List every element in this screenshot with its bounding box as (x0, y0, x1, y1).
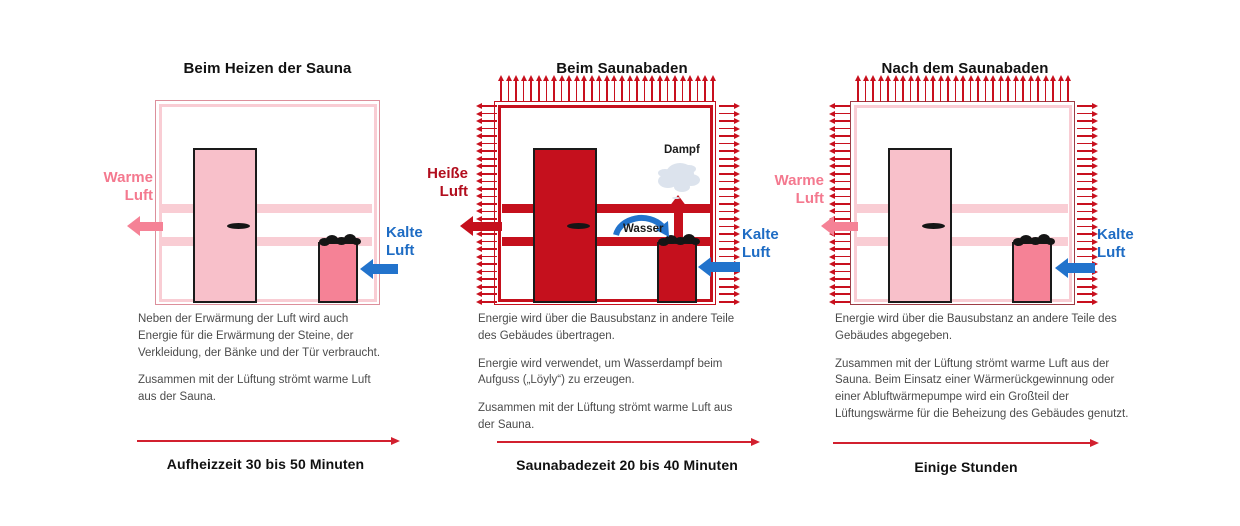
room-inner-wall (158, 103, 377, 302)
hot-air-label: Heiße Luft (427, 165, 468, 201)
upper-bench (162, 204, 372, 213)
room-inner-wall (497, 104, 713, 302)
paragraph: Zusammen mit der Lüftung strömt warme Lu… (478, 402, 733, 431)
paragraph: Energie wird über die Bausubstanz in and… (478, 313, 735, 342)
door-handle (227, 223, 250, 229)
description-text: Energie wird über die Bausubstanz an and… (835, 311, 1130, 434)
paragraph: Neben der Erwärmung der Luft wird auch E… (138, 313, 381, 359)
heater-stones (317, 234, 363, 246)
steam-rise-arrowhead (669, 195, 687, 207)
panel-after-title: Nach dem Saunabaden (881, 60, 1049, 77)
sauna-door (193, 148, 257, 303)
room-inner-wall (853, 104, 1072, 302)
warm-air-label: Warme Luft (103, 169, 153, 205)
paragraph: Zusammen mit der Lüftung strömt warme Lu… (835, 357, 1129, 420)
hot-air-out-arrow (460, 216, 502, 236)
heat-loss-arrows-left (476, 103, 497, 305)
warm-air-label: Warme Luft (774, 172, 824, 208)
heat-loss-arrows-top (855, 75, 1071, 102)
time-axis-arrow (137, 436, 400, 446)
time-axis-arrow (497, 437, 760, 447)
sauna-heater (318, 234, 361, 303)
paragraph: Energie wird über die Bausubstanz an and… (835, 313, 1117, 342)
steam-label: Dampf (664, 144, 700, 156)
upper-bench (857, 204, 1068, 213)
water-label: Wasser (623, 223, 664, 235)
heat-loss-arrows-left (829, 103, 850, 305)
time-axis-arrow (833, 438, 1099, 448)
paragraph: Zusammen mit der Lüftung strömt warme Lu… (138, 374, 371, 404)
panel-bathing-title: Beim Saunabaden (556, 60, 688, 77)
lower-bench (162, 237, 372, 246)
panel-heating-title: Beim Heizen der Sauna (183, 60, 352, 77)
door-handle (567, 223, 590, 229)
description-text: Energie wird über die Bausubstanz in and… (478, 311, 738, 445)
cold-air-label: Kalte Luft (1097, 226, 1134, 262)
lower-bench (857, 237, 1068, 246)
steam-cloud (666, 163, 694, 185)
lower-bench (502, 237, 710, 246)
heater-stones (1011, 234, 1057, 246)
cold-air-label: Kalte Luft (742, 226, 779, 262)
warm-air-out-arrow (127, 216, 163, 236)
water-pour-arrow (613, 215, 669, 237)
heater-stones (656, 234, 702, 246)
upper-bench (502, 204, 710, 213)
cold-air-in-arrow (360, 259, 398, 279)
description-text: Neben der Erwärmung der Luft wird auch E… (138, 311, 388, 417)
heat-loss-arrows-right (1077, 103, 1098, 305)
sauna-door (533, 148, 597, 303)
steam-rise-arrow (674, 206, 683, 243)
sauna-heater (657, 234, 700, 303)
duration-label: Saunabadezeit 20 bis 40 Minuten (516, 457, 738, 473)
cold-air-in-arrow (1055, 258, 1095, 278)
sauna-heater (1012, 234, 1055, 303)
sauna-door (888, 148, 952, 303)
paragraph: Energie wird verwendet, um Wasserdampf b… (478, 357, 723, 387)
duration-label: Einige Stunden (914, 459, 1018, 475)
duration-label: Aufheizzeit 30 bis 50 Minuten (166, 456, 365, 472)
warm-air-out-arrow (821, 216, 858, 236)
cold-air-in-arrow (698, 257, 740, 277)
door-handle (922, 223, 945, 229)
heat-loss-arrows-top (498, 75, 716, 102)
cold-air-label: Kalte Luft (386, 224, 423, 260)
